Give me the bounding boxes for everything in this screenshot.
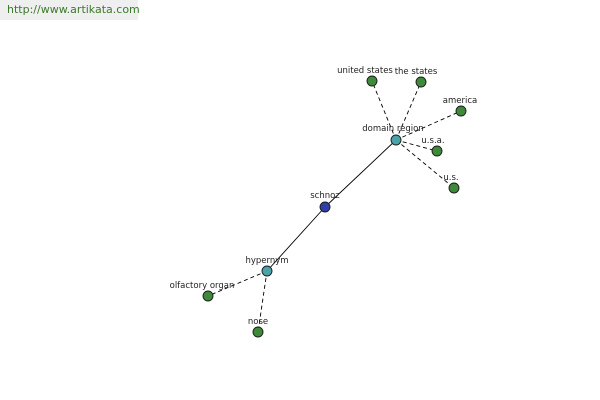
labels: schnoz domain region hypernym united sta… bbox=[170, 66, 478, 327]
edges bbox=[207, 80, 462, 333]
label-hypernym: hypernym bbox=[245, 256, 288, 266]
edge-domain-region-usa bbox=[395, 139, 438, 152]
edge-schnoz-hypernym bbox=[266, 206, 326, 272]
node-domain-region[interactable] bbox=[390, 134, 402, 146]
node-olfactory-organ[interactable] bbox=[202, 290, 214, 302]
nodes bbox=[202, 75, 467, 338]
edge-hypernym-olfactory-organ bbox=[207, 270, 268, 297]
edge-domain-region-united-states bbox=[371, 80, 397, 141]
node-hypernym[interactable] bbox=[261, 265, 273, 277]
node-america[interactable] bbox=[455, 105, 467, 117]
label-olfactory-organ: olfactory organ bbox=[170, 281, 235, 291]
edge-schnoz-domain-region bbox=[324, 139, 397, 208]
label-united-states: united states bbox=[337, 66, 393, 76]
label-us: u.s. bbox=[443, 173, 458, 183]
node-schnoz[interactable] bbox=[319, 201, 331, 213]
label-domain-region: domain region bbox=[362, 124, 423, 134]
edge-domain-region-the-states bbox=[395, 81, 422, 141]
label-nose: nose bbox=[248, 317, 268, 327]
label-america: america bbox=[443, 96, 477, 106]
node-nose[interactable] bbox=[252, 326, 264, 338]
node-us[interactable] bbox=[448, 182, 460, 194]
label-usa: u.s.a. bbox=[421, 136, 444, 146]
edge-domain-region-us bbox=[395, 139, 455, 189]
label-the-states: the states bbox=[395, 67, 438, 77]
edge-hypernym-nose bbox=[257, 270, 268, 333]
node-the-states[interactable] bbox=[415, 76, 427, 88]
site-url-banner[interactable]: http://www.artikata.com bbox=[0, 0, 140, 20]
node-united-states[interactable] bbox=[366, 75, 378, 87]
edge-domain-region-america bbox=[395, 110, 462, 141]
label-schnoz: schnoz bbox=[310, 191, 340, 201]
node-usa[interactable] bbox=[431, 145, 443, 157]
